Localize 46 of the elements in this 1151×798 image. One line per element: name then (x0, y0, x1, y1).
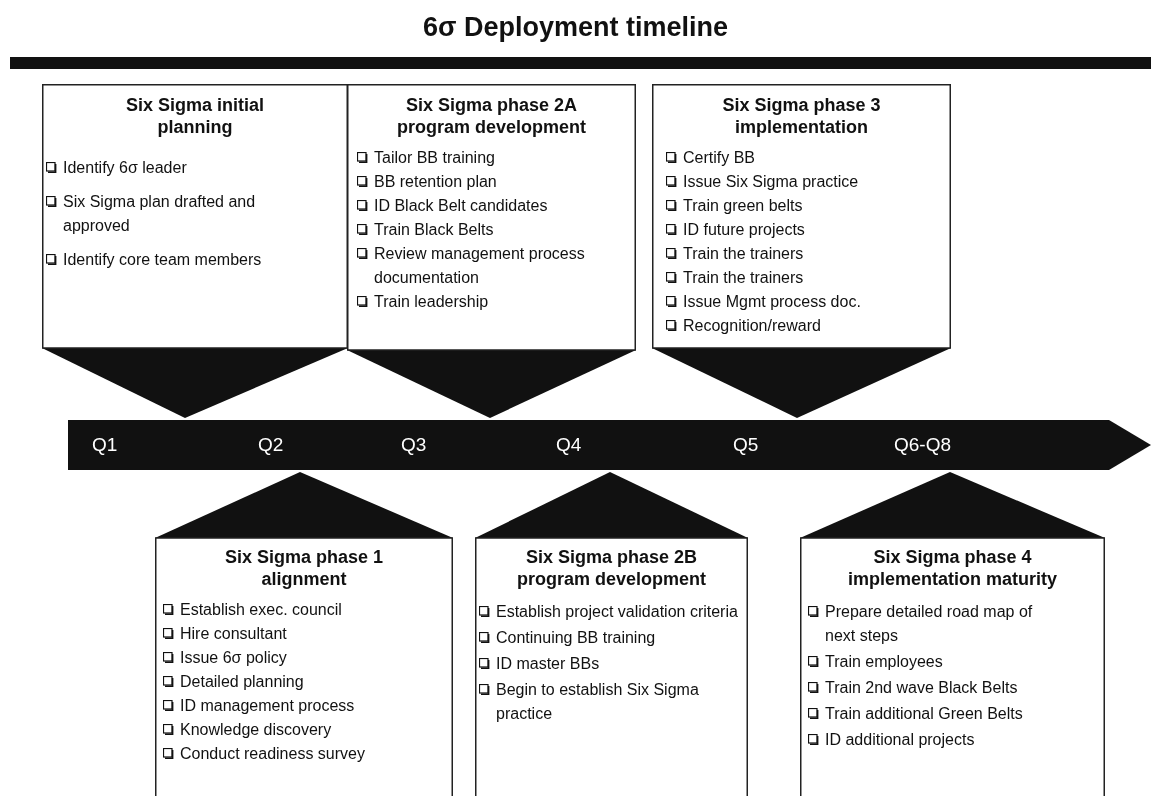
quarter-label: Q4 (556, 433, 582, 457)
checklist-item: Identify 6σ leader (63, 158, 187, 178)
box-heading: Six Sigma initial planning (124, 94, 265, 138)
checklist-item: Issue Six Sigma practice (683, 172, 859, 192)
box-heading: Six Sigma phase 1 alignment (223, 546, 385, 590)
box-heading: Six Sigma phase 3 implementation (721, 94, 882, 138)
checklist-item: ID Black Belt candidates (374, 196, 548, 216)
quarter-label: Q5 (733, 433, 759, 457)
checklist-item: Begin to establish Six Sigma practice (496, 680, 700, 724)
checklist-item: ID additional projects (825, 730, 975, 750)
checklist-item: BB retention plan (374, 172, 497, 192)
checklist-item: Train the trainers (683, 244, 804, 264)
checklist-item: Prepare detailed road map of next steps (825, 602, 1034, 646)
checklist-item: Train leadership (374, 292, 489, 312)
checklist-item: Issue 6σ policy (180, 648, 287, 668)
checklist-item: Detailed planning (180, 672, 304, 692)
checklist-item: Issue Mgmt process doc. (683, 292, 861, 312)
box-heading: Six Sigma phase 4 implementation maturity (847, 546, 1058, 590)
box-heading: Six Sigma phase 2B program development (515, 546, 707, 590)
checklist-item: Train the trainers (683, 268, 804, 288)
checklist-item: Identify core team members (63, 250, 262, 270)
checklist-item: Train Black Belts (374, 220, 494, 240)
checklist-item: ID master BBs (496, 654, 600, 674)
quarter-label: Q6-Q8 (894, 433, 952, 457)
quarter-label: Q3 (401, 433, 427, 457)
checklist-item: ID future projects (683, 220, 805, 240)
checklist-item: Establish project validation criteria (496, 602, 738, 622)
checklist-item: Six Sigma plan drafted and approved (63, 192, 257, 236)
checklist-item: Train employees (825, 652, 943, 672)
checklist-item: ID management process (180, 696, 355, 716)
checklist-item: Tailor BB training (374, 148, 495, 168)
quarter-label: Q1 (92, 433, 118, 457)
checklist-item: Continuing BB training (496, 628, 656, 648)
checklist-item: Establish exec. council (180, 600, 342, 620)
checklist-item: Hire consultant (180, 624, 287, 644)
checklist-item: Train additional Green Belts (825, 704, 1023, 724)
checklist-item: Conduct readiness survey (180, 744, 365, 764)
title: 6σ Deployment timeline (421, 12, 729, 43)
quarter-label: Q2 (258, 433, 284, 457)
checklist-item: Train green belts (683, 196, 803, 216)
checklist-item: Review management process documentation (374, 244, 586, 288)
box-heading: Six Sigma phase 2A program development (395, 94, 587, 138)
checklist-item: Train 2nd wave Black Belts (825, 678, 1018, 698)
checklist-item: Certify BB (683, 148, 755, 168)
checklist-item: Knowledge discovery (180, 720, 332, 740)
checklist-item: Recognition/reward (683, 316, 821, 336)
